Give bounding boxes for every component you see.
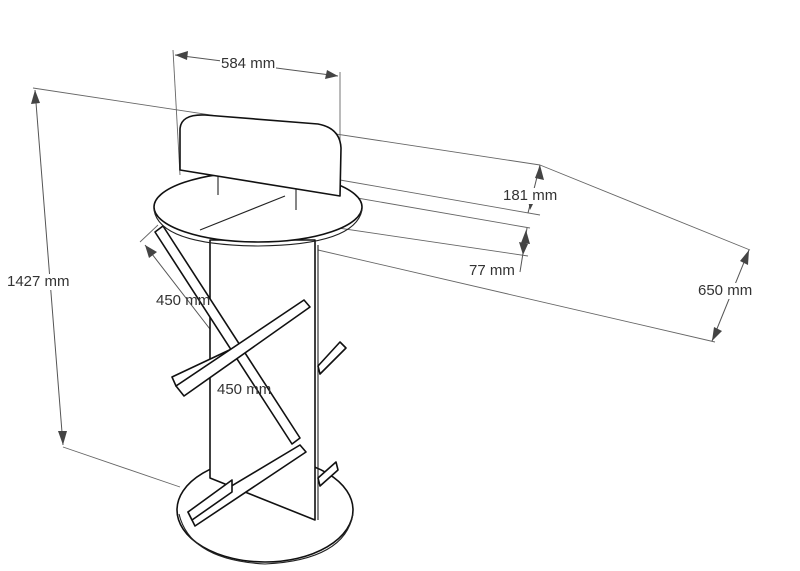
label-shelf-upper: 450 mm [156, 292, 211, 309]
diagonal-board [154, 225, 301, 445]
dimension-77-line [317, 194, 531, 273]
label-header-height: 181 mm [502, 187, 559, 204]
label-header-width: 584 mm [220, 55, 277, 72]
label-overall-height: 1427 mm [6, 273, 71, 290]
middle-shelf [171, 299, 347, 397]
label-top-disc-offset: 77 mm [468, 262, 516, 279]
label-depth: 650 mm [697, 282, 754, 299]
label-shelf-lower: 450 mm [217, 381, 272, 398]
dimension-650-line [317, 164, 751, 343]
lower-shelf [187, 444, 339, 527]
header-board [179, 114, 342, 210]
